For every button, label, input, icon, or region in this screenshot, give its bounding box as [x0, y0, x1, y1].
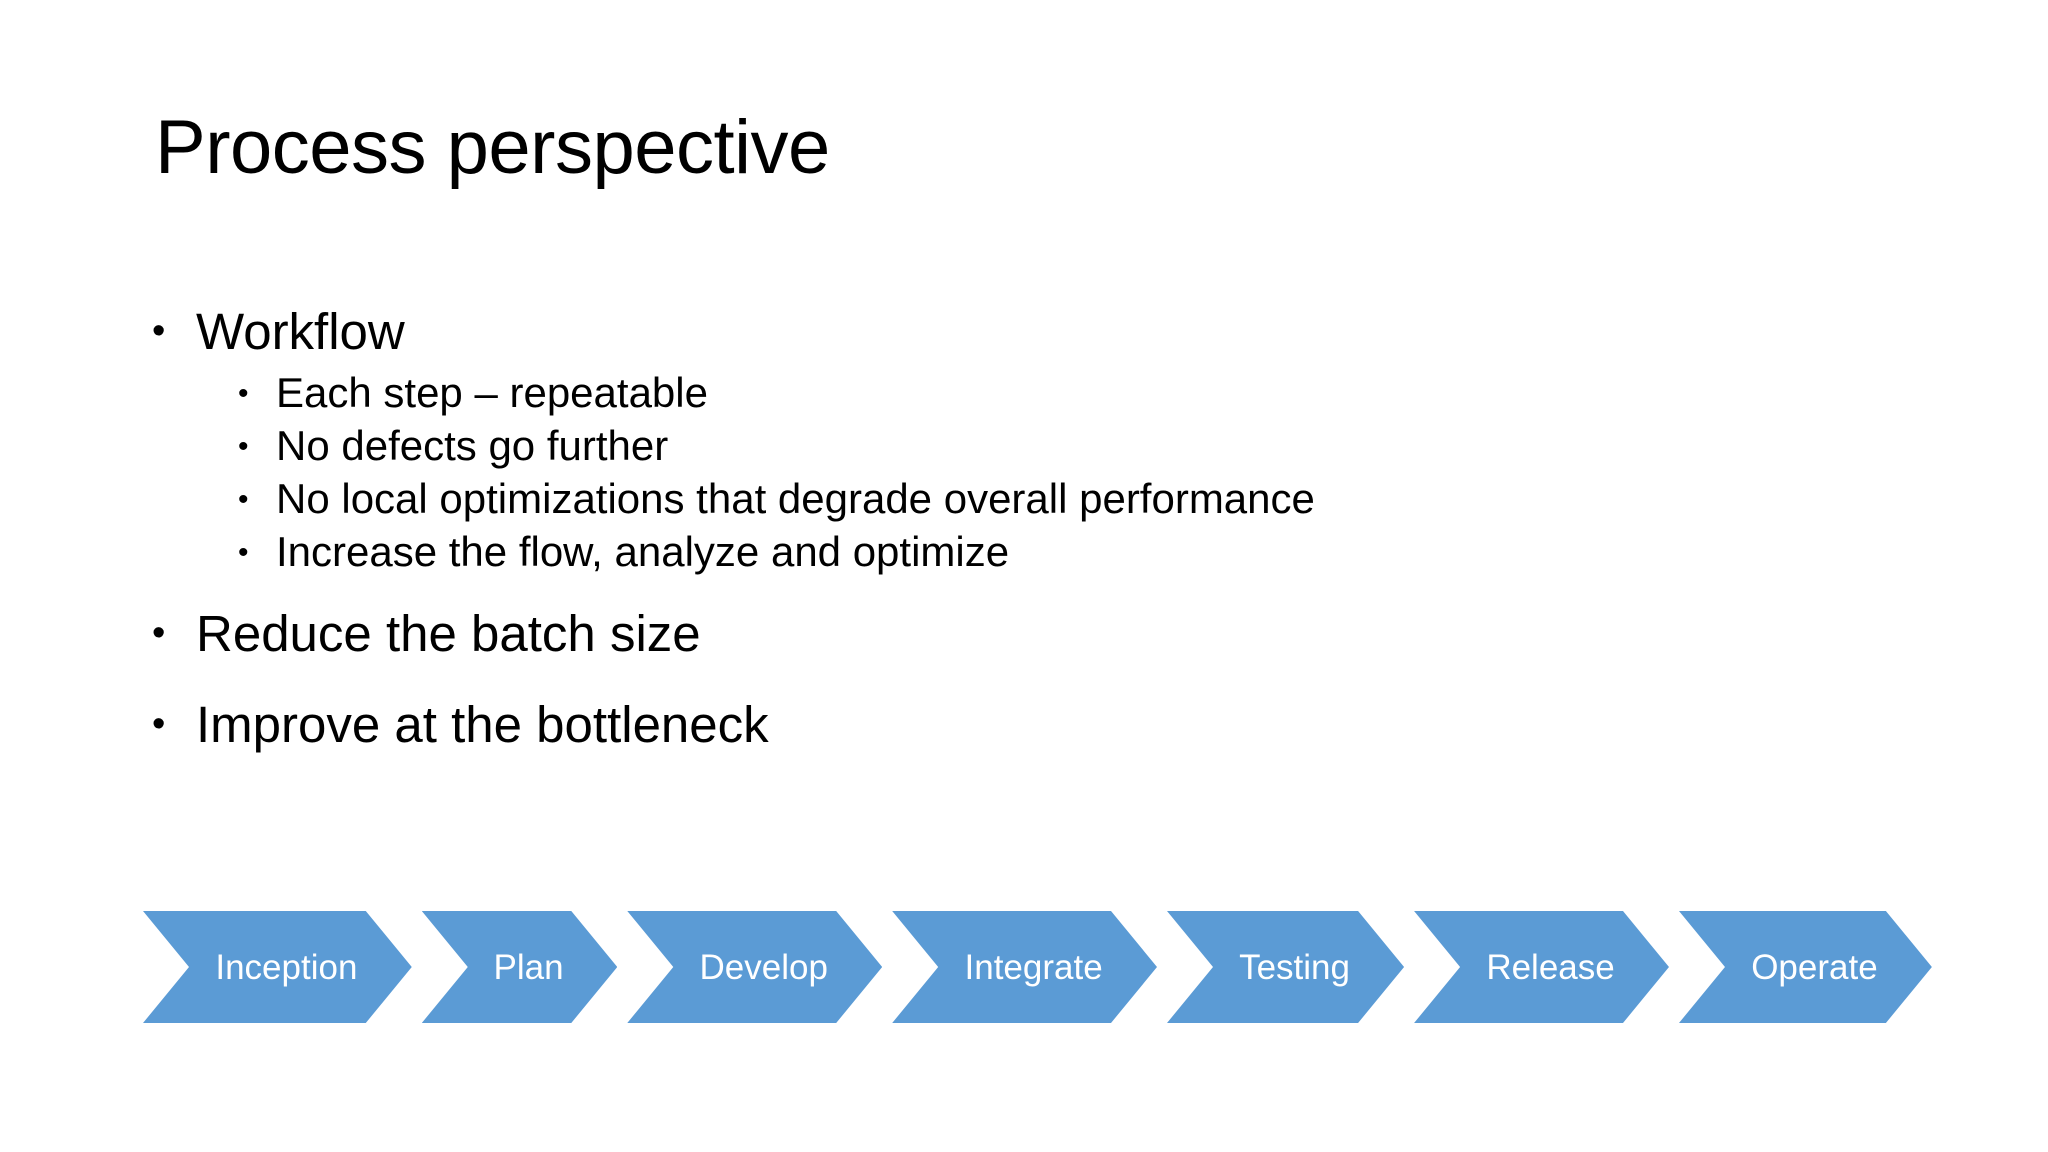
bullet-marker-icon: • [238, 483, 249, 517]
bullet-marker-icon: • [238, 430, 249, 464]
bullet-marker-icon: • [152, 702, 166, 745]
process-step-label: Testing [1239, 947, 1350, 987]
bullet-text: Reduce the batch size [196, 605, 701, 663]
process-step-label: Integrate [964, 947, 1103, 987]
bullet-text: Each step – repeatable [276, 369, 708, 417]
process-chevron-diagram: Inception Plan Develop Integrate Testing… [143, 911, 1933, 1023]
process-step-develop[interactable]: Develop [627, 911, 882, 1023]
process-step-label: Inception [215, 947, 358, 987]
process-step-label: Plan [493, 947, 564, 987]
process-step-operate[interactable]: Operate [1679, 911, 1932, 1023]
bullet-item-level2: • Each step – repeatable [236, 368, 1930, 419]
process-step-testing[interactable]: Testing [1167, 911, 1404, 1023]
bullet-item-level2: • No local optimizations that degrade ov… [236, 474, 1930, 525]
body-bullet-list: • Workflow • Each step – repeatable • No… [150, 300, 1930, 761]
bullet-text: Workflow [196, 303, 405, 360]
list-spacer [150, 671, 1930, 693]
bullet-marker-icon: • [152, 612, 166, 655]
bullet-item-level1: • Workflow [150, 300, 1930, 364]
bullet-text: Increase the flow, analyze and optimize [276, 528, 1010, 576]
process-step-label: Develop [699, 947, 828, 987]
bullet-marker-icon: • [238, 536, 249, 570]
process-step-label: Operate [1751, 947, 1878, 987]
page-title: Process perspective [155, 105, 830, 190]
bullet-marker-icon: • [238, 377, 249, 411]
bullet-text: Improve at the bottleneck [196, 695, 769, 753]
process-step-label: Release [1486, 947, 1615, 987]
process-step-plan[interactable]: Plan [422, 911, 618, 1023]
bullet-item-level2: • No defects go further [236, 421, 1930, 472]
bullet-text: No defects go further [276, 422, 669, 470]
bullet-marker-icon: • [152, 310, 166, 352]
process-step-inception[interactable]: Inception [143, 911, 412, 1023]
bullet-item-level1: • Improve at the bottleneck [150, 693, 1930, 757]
bullet-text: No local optimizations that degrade over… [276, 475, 1315, 523]
bullet-item-level1: • Reduce the batch size [150, 602, 1930, 666]
process-step-integrate[interactable]: Integrate [892, 911, 1157, 1023]
list-spacer [150, 580, 1930, 602]
process-step-release[interactable]: Release [1414, 911, 1669, 1023]
bullet-item-level2: • Increase the flow, analyze and optimiz… [236, 527, 1930, 578]
